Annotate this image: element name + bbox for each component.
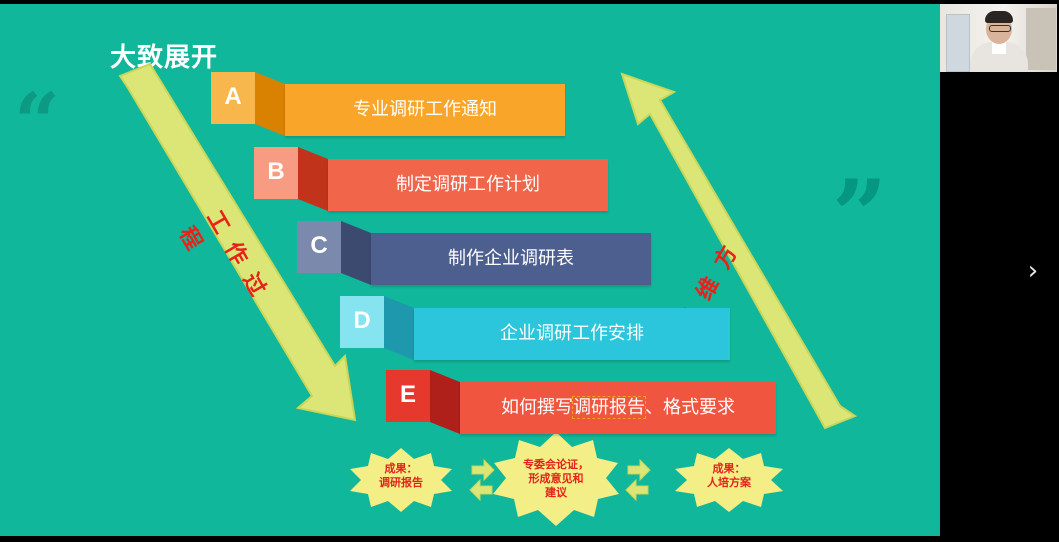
step-letter: D <box>340 296 384 348</box>
outcome-line: 专委会论证， <box>523 458 589 471</box>
chevron-right-icon[interactable]: › <box>1027 256 1039 286</box>
step-letter: E <box>386 370 430 422</box>
outcome-line: 成果： <box>712 462 746 475</box>
webcam-background <box>946 14 970 72</box>
diagram-arrows <box>118 62 858 526</box>
outcome-3: 成果： 人培方案 <box>689 462 769 490</box>
step-a: A 专业调研工作通知 <box>211 72 567 136</box>
slide-title: 大致展开 <box>110 43 219 73</box>
exchange-arrows-left <box>469 458 495 502</box>
step-label: 如何撰写调研报告、格式要求 <box>460 382 776 434</box>
outcome-2: 专委会论证， 形成意见和 建议 <box>506 458 606 500</box>
step-label-highlight: 调研报告 <box>572 396 646 419</box>
work-process-arrow <box>118 62 357 422</box>
quote-close-icon: ” <box>832 159 888 272</box>
webcam-presenter-collar <box>992 42 1006 54</box>
outcome-line: 成果： <box>384 462 418 475</box>
outcome-1: 成果： 调研报告 <box>361 462 441 490</box>
step-letter: C <box>297 221 341 273</box>
outcome-line: 建议 <box>545 486 567 499</box>
webcam-video[interactable] <box>940 4 1057 72</box>
step-letter: A <box>211 72 255 124</box>
webcam-presenter-glasses <box>989 25 1011 32</box>
step-d: D 企业调研工作安排 <box>340 296 732 360</box>
step-c: C 制作企业调研表 <box>297 221 653 285</box>
exchange-arrows-right <box>625 458 651 502</box>
step-label-suffix: 、格式要求 <box>645 397 735 418</box>
step-label-prefix: 如何撰写 <box>501 397 573 418</box>
step-label: 企业调研工作安排 <box>414 308 730 360</box>
step-label: 专业调研工作通知 <box>285 84 565 136</box>
step-fold <box>298 147 328 211</box>
step-label: 制定调研工作计划 <box>328 159 608 211</box>
outcome-line: 调研报告 <box>379 476 423 489</box>
thinking-direction-arrow <box>620 72 858 430</box>
quote-open-icon: “ <box>14 75 61 169</box>
step-label: 制作企业调研表 <box>371 233 651 285</box>
step-fold <box>255 72 285 136</box>
presentation-slide: “ ” 大致展开 工作过程 思维方向 A 专业调研工作通知 B <box>0 4 940 536</box>
outcome-star-3 <box>675 448 783 512</box>
outcome-line: 形成意见和 <box>528 472 584 485</box>
step-b: B 制定调研工作计划 <box>254 147 610 211</box>
side-panel <box>940 4 1059 536</box>
webcam-presenter-hair <box>985 11 1013 23</box>
webcam-background <box>1026 8 1056 70</box>
outcome-star-2 <box>493 432 619 526</box>
top-border <box>0 0 1059 4</box>
step-letter: B <box>254 147 298 199</box>
step-fold <box>430 370 460 434</box>
outcome-star-1 <box>350 448 452 512</box>
step-fold <box>341 221 371 285</box>
step-fold <box>384 296 414 360</box>
step-e: E 如何撰写调研报告、格式要求 <box>386 370 778 434</box>
bottom-border <box>0 536 1059 542</box>
outcome-line: 人培方案 <box>707 476 751 489</box>
